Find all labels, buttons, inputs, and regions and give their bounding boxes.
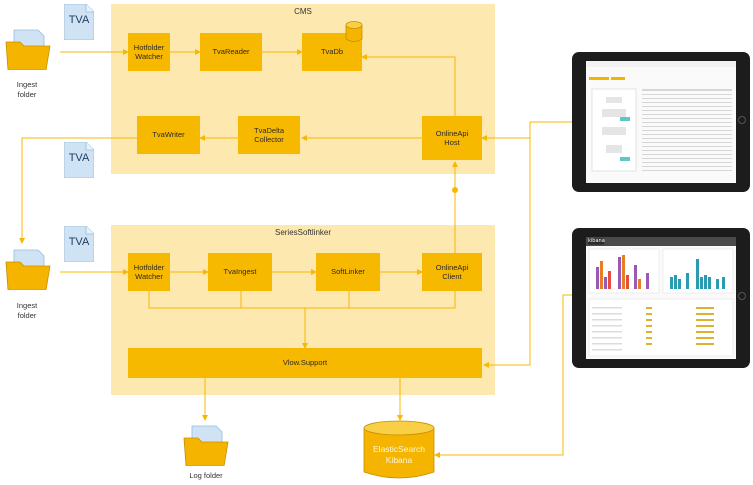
soft-linker: SoftLinker xyxy=(316,253,380,291)
cms-hotfolder-watcher: Hotfolder Watcher xyxy=(128,33,170,71)
tablet-home-button xyxy=(738,116,746,124)
ingest-folder-2-icon xyxy=(4,248,52,291)
tva-doc-label: TVA xyxy=(68,152,90,164)
tva-reader: TvaReader xyxy=(200,33,262,71)
tva-writer: TvaWriter xyxy=(137,116,200,154)
online-api-host: OnlineApi Host xyxy=(422,116,482,160)
kibana-dashboard-screenshot xyxy=(586,237,736,357)
vlow-support: Vlow.Support xyxy=(128,348,482,378)
folder-icon xyxy=(5,249,51,291)
tva-delta-collector: TvaDelta Collector xyxy=(238,116,300,154)
folder-icon xyxy=(5,29,51,71)
tva-document-2: TVA xyxy=(63,141,95,179)
log-folder-icon xyxy=(182,424,230,467)
cms-ui-screenshot xyxy=(586,61,736,172)
softlinker-hotfolder-watcher: Hotfolder Watcher xyxy=(128,253,170,291)
tva-document-3: TVA xyxy=(63,225,95,263)
tva-doc-label: TVA xyxy=(68,14,90,26)
online-api-client: OnlineApi Client xyxy=(422,253,482,291)
cms-region-title: CMS xyxy=(294,7,312,16)
tablet-home-button xyxy=(738,292,746,300)
database-icon xyxy=(345,21,363,42)
document-icon xyxy=(63,141,95,179)
tablet-cms-screen xyxy=(586,61,736,183)
ingest-folder-1-icon xyxy=(4,28,52,71)
tablet-kibana-ui: kibana xyxy=(572,228,750,368)
tva-document-1: TVA xyxy=(63,3,95,41)
tva-doc-label: TVA xyxy=(68,236,90,248)
tva-ingest: TvaIngest xyxy=(208,253,272,291)
folder-icon xyxy=(183,425,229,467)
log-folder-label: Log folder xyxy=(189,471,223,480)
ingest-folder-1-label: Ingest folder xyxy=(16,80,38,99)
elasticsearch-label: ElasticSearch Kibana xyxy=(373,444,425,466)
ingest-folder-2-label: Ingest folder xyxy=(16,301,38,320)
elasticsearch-database-icon xyxy=(363,420,435,479)
softlinker-region-title: SeriesSoftlinker xyxy=(274,228,332,237)
kibana-logo: kibana xyxy=(588,238,605,244)
tablet-cms-ui xyxy=(572,52,750,192)
tablet-kibana-screen: kibana xyxy=(586,237,736,359)
